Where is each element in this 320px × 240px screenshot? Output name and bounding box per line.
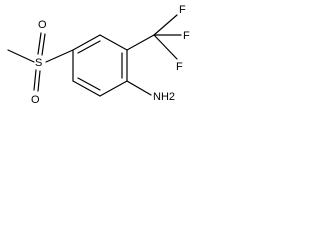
benzene-ring xyxy=(72,34,128,97)
oxygen-bottom-label: O xyxy=(31,94,40,106)
ring-double-bond-top-left xyxy=(77,40,101,54)
bond-ring-to-amine xyxy=(126,80,152,96)
fluorine-1-label: F xyxy=(179,4,186,16)
ring-bond-left-upper xyxy=(72,34,101,51)
bond-sulfur-oxygen-top-a xyxy=(37,32,42,55)
chemical-structure-diagram: S O O F F F NH2 xyxy=(7,4,190,106)
bond-sulfur-oxygen-bottom-a xyxy=(33,69,37,91)
bond-sulfur-oxygen-top-b xyxy=(41,33,46,56)
oxygen-top-label: O xyxy=(38,19,47,31)
fluorine-3-label: F xyxy=(176,61,183,73)
methylsulfonyl-group: S O O xyxy=(7,19,74,106)
ring-bond-right-lower xyxy=(99,80,128,97)
bond-carbon-to-fluorine-3 xyxy=(153,34,178,60)
bond-ring-to-cf3-carbon xyxy=(126,34,155,51)
bond-sulfur-oxygen-bottom-b xyxy=(37,70,41,92)
bond-sulfur-to-methyl xyxy=(7,49,35,63)
bond-carbon-to-fluorine-1 xyxy=(153,14,178,36)
bond-ring-to-sulfur xyxy=(45,49,74,63)
trifluoromethyl-group: F F F xyxy=(126,4,190,73)
fluorine-2-label: F xyxy=(183,30,190,42)
amine-label: NH2 xyxy=(153,91,175,103)
ring-bond-bottom xyxy=(72,80,101,97)
ring-double-bond-bottom-left xyxy=(77,77,101,91)
sulfur-label: S xyxy=(35,57,42,69)
ring-bond-top xyxy=(99,34,128,51)
amine-group: NH2 xyxy=(126,80,175,103)
